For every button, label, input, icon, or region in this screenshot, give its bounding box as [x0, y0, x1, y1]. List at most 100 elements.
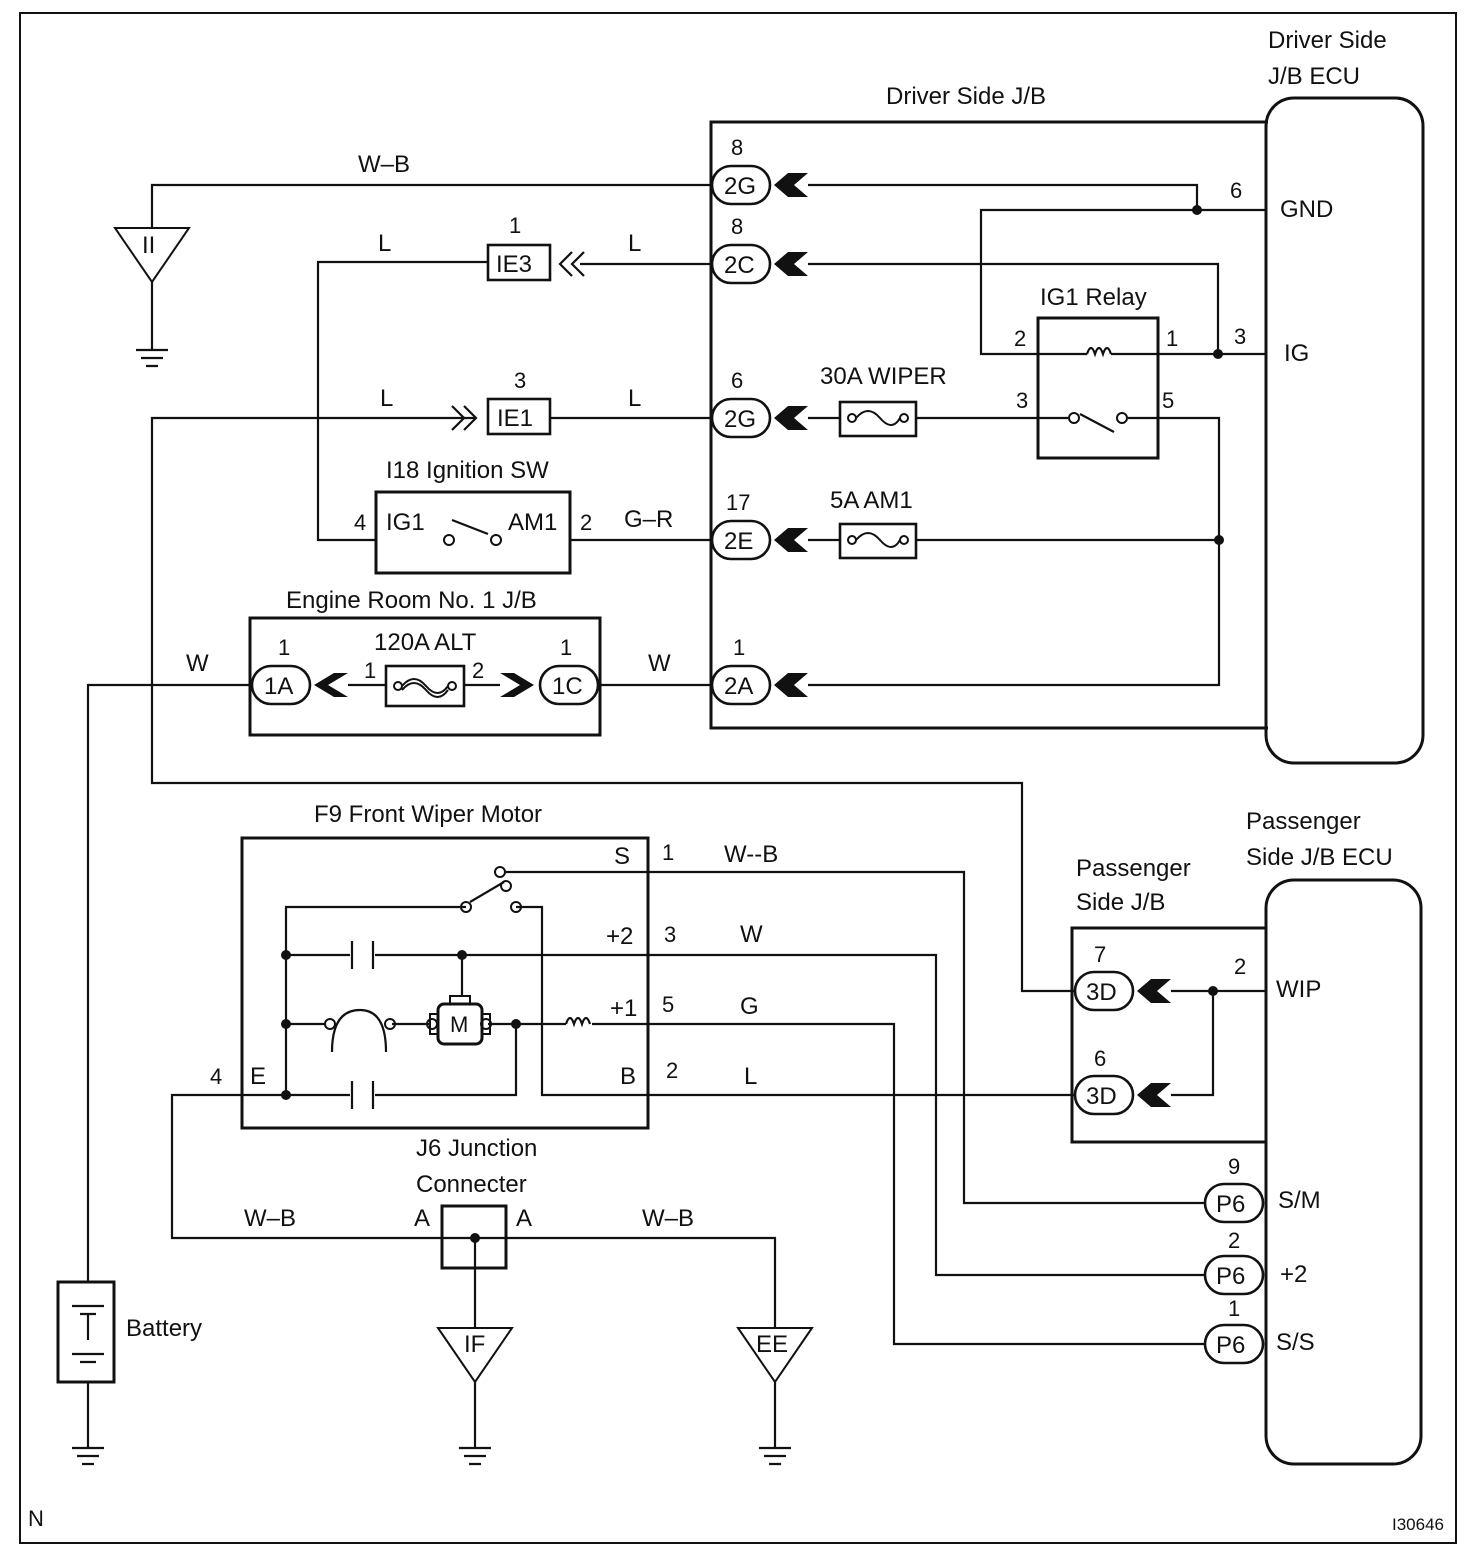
fuse-120a-alt: 120A ALT 1 2 — [364, 629, 484, 708]
passenger-ecu-box — [1264, 878, 1423, 1466]
svg-text:1C: 1C — [552, 673, 583, 700]
wiper-motor-node-1 — [324, 1018, 336, 1030]
svg-text:8: 8 — [731, 135, 743, 160]
wire-label-gr: G–R — [624, 506, 673, 533]
wire-gnd-relay — [979, 208, 1197, 356]
passenger-ecu-pin-ss: S/S — [1276, 1329, 1315, 1356]
connector-1c: 1C 1 — [500, 635, 600, 706]
ignition-sw-pin-ig1: IG1 — [386, 509, 425, 536]
wiper-motor-caps — [350, 941, 375, 1109]
svg-text:1: 1 — [278, 635, 290, 660]
svg-text:3: 3 — [514, 368, 526, 393]
ig1-relay-pin5: 5 — [1162, 388, 1174, 413]
engine-jb-box — [248, 616, 602, 737]
ie3-arrow — [558, 251, 585, 277]
passenger-jb-box — [1070, 926, 1266, 1144]
passenger-ecu-title-1: Passenger — [1246, 808, 1361, 835]
wire-label-l-b: L — [744, 1063, 757, 1090]
battery-box — [56, 1280, 116, 1384]
wire-s-sm — [648, 870, 1205, 1205]
svg-text:7: 7 — [1094, 942, 1106, 967]
ground-ii-label: II — [142, 232, 155, 259]
wiper-motor-term-e: E — [250, 1063, 266, 1090]
ground-ee-symbol — [759, 1382, 791, 1466]
svg-text:2G: 2G — [724, 173, 756, 200]
wire-battery — [86, 683, 252, 1282]
svg-text:3D: 3D — [1086, 979, 1117, 1006]
wiper-motor-pin-e: 4 — [210, 1064, 222, 1089]
connector-1a: 1A 1 — [250, 635, 348, 706]
svg-text:6: 6 — [731, 368, 743, 393]
wire-ie3-sw — [316, 260, 488, 542]
wiper-switch-contact-4 — [510, 901, 522, 913]
j6-title-1: J6 Junction — [416, 1135, 537, 1162]
passenger-ecu-pin-p2: +2 — [1280, 1261, 1307, 1288]
wire-label-w-p2: W — [740, 921, 763, 948]
svg-text:P6: P6 — [1216, 1332, 1245, 1359]
corner-label-right: I30646 — [1392, 1515, 1444, 1534]
wiper-switch-contact-2 — [494, 866, 506, 878]
driver-ecu-box — [1264, 96, 1425, 765]
wiper-motor-term-b: B — [620, 1063, 636, 1090]
ignition-sw-pin2: 2 — [580, 510, 592, 535]
connector-3d-top: 3D 7 — [1073, 942, 1171, 1012]
ignition-sw-contact-a — [443, 534, 455, 546]
driver-ecu-title-1: Driver Side — [1268, 27, 1387, 54]
driver-ecu-pin-ig-num: 3 — [1234, 324, 1246, 349]
svg-text:1: 1 — [560, 635, 572, 660]
ig1-relay-box — [1036, 316, 1160, 460]
svg-text:1A: 1A — [264, 673, 293, 700]
svg-text:120A ALT: 120A ALT — [374, 629, 477, 656]
svg-text:1: 1 — [364, 658, 376, 683]
connector-p6-ss: P6 1 — [1203, 1296, 1265, 1365]
wire-label-w-alt-right: W — [648, 650, 671, 677]
wiper-switch-contact-3 — [500, 880, 512, 892]
ground-ii-triangle — [113, 227, 191, 284]
wire-label-l-ie1-right: L — [628, 385, 641, 412]
connector-2g-mid: 2G 6 — [710, 368, 808, 439]
j6-title-2: Connecter — [416, 1171, 527, 1198]
ground-ee-triangle — [736, 1327, 814, 1384]
wire-2g-gnd — [808, 183, 1266, 212]
ig1-relay-title: IG1 Relay — [1040, 284, 1147, 311]
ig1-relay-pin2: 2 — [1014, 326, 1026, 351]
wiper-motor-pin-s: 1 — [662, 840, 674, 865]
svg-text:P6: P6 — [1216, 1263, 1245, 1290]
svg-text:P6: P6 — [1216, 1191, 1245, 1218]
wire-e-j6 — [170, 1093, 444, 1240]
svg-text:2: 2 — [472, 658, 484, 683]
battery-symbol — [72, 1304, 104, 1466]
wiper-junction-2 — [281, 1019, 291, 1029]
ignition-sw-contact-b — [490, 534, 502, 546]
svg-text:5A AM1: 5A AM1 — [830, 487, 913, 514]
connector-ie3: IE3 1 — [486, 213, 552, 282]
passenger-ecu-pin-wip: WIP — [1276, 976, 1321, 1003]
driver-ecu-title-2: J/B ECU — [1268, 63, 1360, 90]
j6-pin-a-right: A — [516, 1205, 532, 1232]
wire-label-l-ie1-left: L — [380, 385, 393, 412]
wiper-switch-contact-1 — [460, 901, 472, 913]
connector-ie1: IE1 3 — [486, 368, 552, 436]
ignition-sw-lever — [451, 518, 489, 536]
svg-text:1: 1 — [509, 213, 521, 238]
wiper-motor-term-p2: +2 — [606, 923, 633, 950]
wire-p1-ss — [648, 1022, 1205, 1346]
svg-text:30A WIPER: 30A WIPER — [820, 363, 947, 390]
ground-ee-label: EE — [756, 1331, 788, 1358]
wire-wip — [1171, 989, 1266, 1097]
svg-text:6: 6 — [1094, 1046, 1106, 1071]
passenger-ecu-pin-wip-num: 2 — [1234, 954, 1246, 979]
wiper-motor-pin-b: 2 — [666, 1058, 678, 1083]
ignition-sw-pin4: 4 — [354, 510, 366, 535]
wire-label-l-ie3-left: L — [378, 230, 391, 257]
driver-ecu-pin-gnd-num: 6 — [1230, 178, 1242, 203]
wiper-motor-pin-p2: 3 — [664, 922, 676, 947]
wiper-motor-switch — [469, 881, 505, 903]
ig1-relay-coil — [1038, 346, 1158, 358]
svg-text:2C: 2C — [724, 252, 755, 279]
corner-label-left: N — [28, 1506, 44, 1531]
svg-text:2: 2 — [1228, 1228, 1240, 1253]
wiper-motor-node-2 — [384, 1018, 396, 1030]
wire-j6-inner — [444, 1236, 777, 1328]
